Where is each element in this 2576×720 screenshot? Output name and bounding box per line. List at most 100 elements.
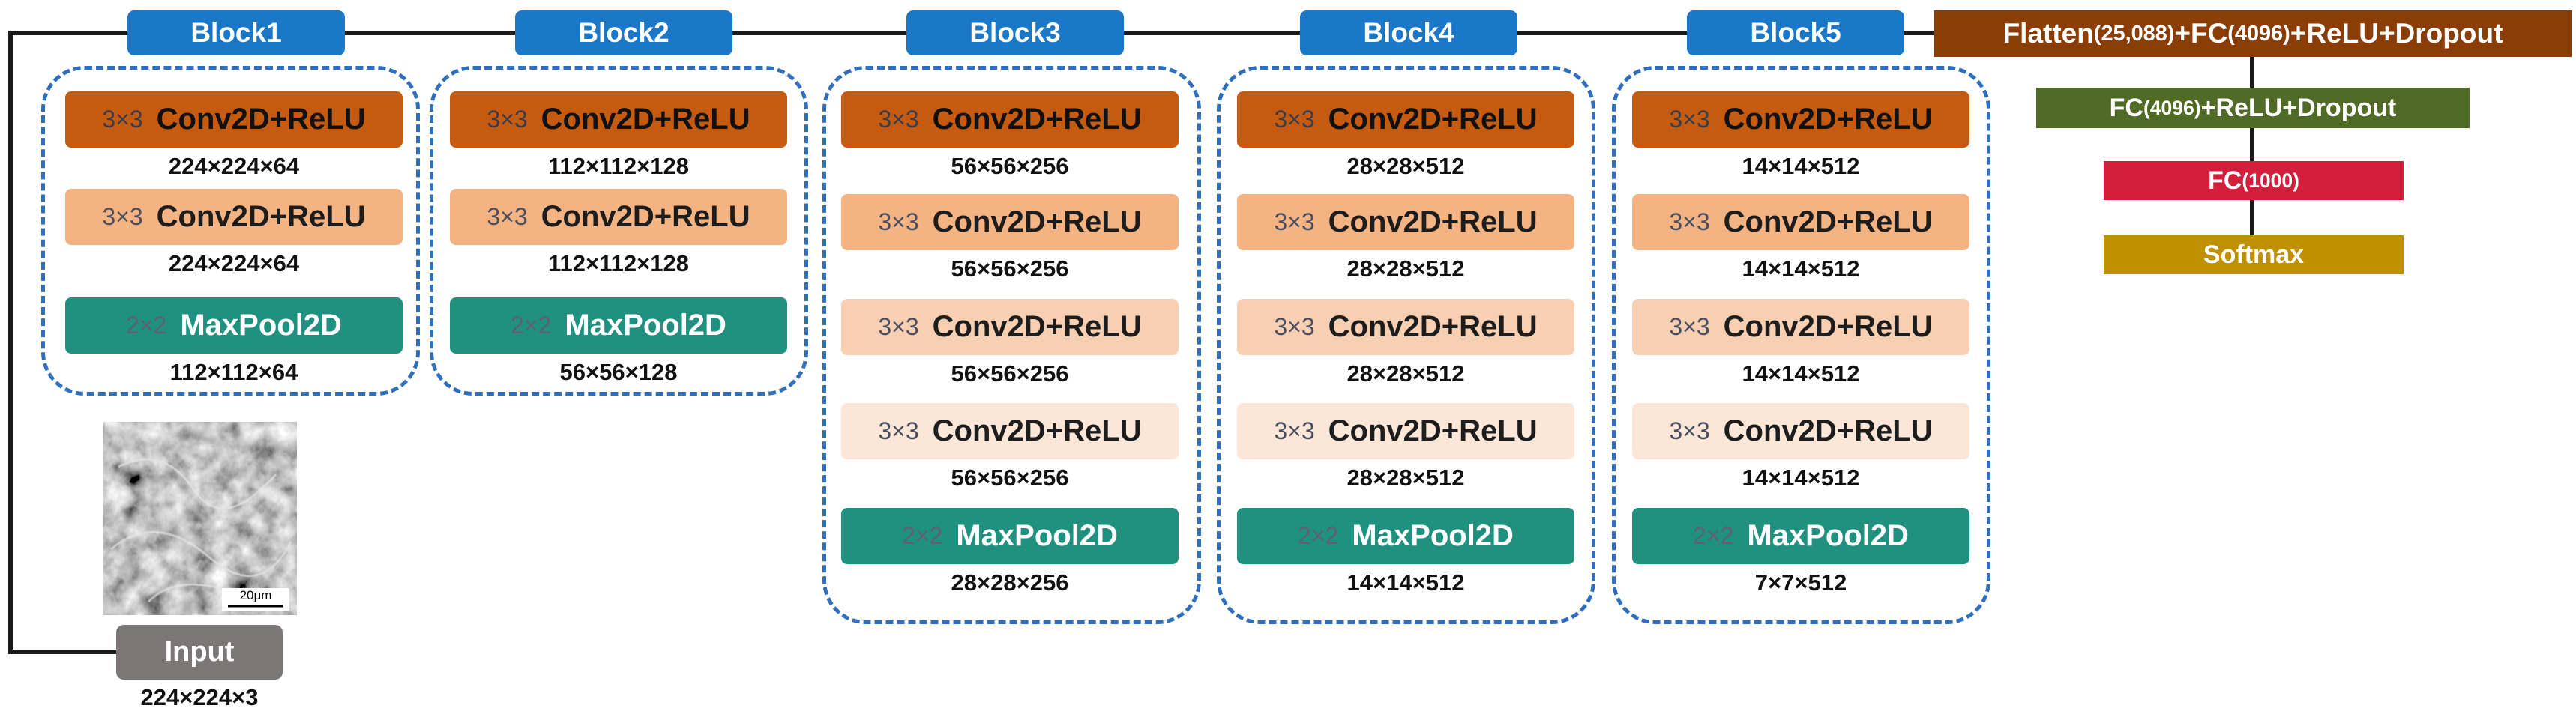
conv-layer: 3×3 Conv2D+ReLU (841, 194, 1179, 250)
output-shape: 112×112×128 (548, 153, 689, 179)
layer-op: Conv2D+ReLU (541, 103, 750, 136)
layer-op: Conv2D+ReLU (1723, 205, 1933, 238)
block-header-4: Block4 (1300, 10, 1517, 55)
output-shape: 224×224×64 (168, 250, 300, 276)
conv-layer: 3×3 Conv2D+ReLU (1632, 194, 1969, 250)
kernel-size: 3×3 (878, 417, 919, 444)
output-shape: 28×28×512 (1346, 153, 1465, 179)
input-image: 20μm (103, 422, 297, 615)
output-shape: 14×14×512 (1346, 569, 1465, 596)
layer-op: MaxPool2D (565, 309, 726, 342)
layer-op: Conv2D+ReLU (932, 310, 1142, 343)
layer-op: MaxPool2D (956, 519, 1118, 552)
conv-layer: 3×3 Conv2D+ReLU (1237, 91, 1574, 148)
layer-op: Conv2D+ReLU (1723, 103, 1933, 136)
conv-layer: 3×3 Conv2D+ReLU (1237, 194, 1574, 250)
head-text-part: (25,088) (2093, 21, 2175, 46)
kernel-size: 3×3 (878, 208, 919, 235)
conv-layer: 3×3 Conv2D+ReLU (1632, 91, 1969, 148)
layer-op: Conv2D+ReLU (541, 200, 750, 233)
output-shape: 14×14×512 (1742, 255, 1860, 282)
output-shape: 224×224×64 (168, 153, 300, 179)
block-header-1: Block1 (127, 10, 345, 55)
output-shape: 56×56×128 (559, 359, 678, 385)
block-group-4 (1217, 66, 1595, 624)
output-shape: 28×28×512 (1346, 255, 1465, 282)
kernel-size: 3×3 (102, 203, 143, 230)
block-header-2: Block2 (515, 10, 732, 55)
output-shape: 56×56×256 (951, 255, 1069, 282)
conv-layer: 3×3 Conv2D+ReLU (1632, 403, 1969, 459)
layer-op: Conv2D+ReLU (932, 414, 1142, 447)
kernel-size: 3×3 (1669, 208, 1710, 235)
conv-layer: 3×3 Conv2D+ReLU (1632, 299, 1969, 355)
layer-op: Conv2D+ReLU (1723, 414, 1933, 447)
output-shape: 28×28×512 (1346, 360, 1465, 387)
output-shape: 112×112×128 (548, 250, 689, 276)
conv-layer: 3×3 Conv2D+ReLU (841, 299, 1179, 355)
output-shape: 7×7×512 (1754, 569, 1847, 596)
head-text-part: +FC (2174, 18, 2228, 49)
layer-op: Conv2D+ReLU (932, 205, 1142, 238)
kernel-size: 3×3 (1274, 106, 1315, 133)
conv-layer: 3×3 Conv2D+ReLU (841, 403, 1179, 459)
kernel-size: 3×3 (878, 313, 919, 340)
kernel-size: 2×2 (511, 312, 552, 339)
block-group-5 (1612, 66, 1990, 624)
output-shape: 14×14×512 (1742, 465, 1860, 491)
kernel-size: 3×3 (1274, 208, 1315, 235)
kernel-size: 3×3 (878, 106, 919, 133)
head-text-part: +ReLU+Dropout (2290, 18, 2503, 49)
head-text-part: Softmax (2203, 240, 2305, 269)
head-text-part: (1000) (2242, 169, 2299, 192)
softmax-layer: Softmax (2104, 235, 2404, 274)
layer-op: MaxPool2D (180, 309, 342, 342)
block-header-3: Block3 (906, 10, 1124, 55)
output-shape: 56×56×256 (951, 360, 1069, 387)
head-text-part: Flatten (2002, 18, 2094, 49)
kernel-size: 3×3 (1669, 417, 1710, 444)
input-size: 224×224×3 (140, 684, 259, 710)
head-text-part: FC (2208, 166, 2242, 195)
output-shape: 56×56×256 (951, 153, 1069, 179)
kernel-size: 3×3 (1274, 417, 1315, 444)
layer-op: Conv2D+ReLU (932, 103, 1142, 136)
output-shape: 14×14×512 (1742, 153, 1860, 179)
layer-op: Conv2D+ReLU (1328, 103, 1538, 136)
conv-layer: 3×3 Conv2D+ReLU (450, 189, 787, 245)
kernel-size: 3×3 (1274, 313, 1315, 340)
kernel-size: 2×2 (902, 522, 943, 549)
kernel-size: 3×3 (1669, 106, 1710, 133)
layer-op: Conv2D+ReLU (1328, 205, 1538, 238)
output-shape: 112×112×64 (169, 359, 298, 385)
block-group-1 (41, 66, 420, 396)
output-shape: 28×28×512 (1346, 465, 1465, 491)
kernel-size: 2×2 (1298, 522, 1339, 549)
head-text-part: (4096) (2227, 21, 2290, 46)
conv-layer: 3×3 Conv2D+ReLU (1237, 403, 1574, 459)
maxpool-layer: 2×2 MaxPool2D (841, 508, 1179, 564)
kernel-size: 2×2 (1693, 522, 1734, 549)
kernel-size: 3×3 (487, 203, 528, 230)
layer-op: Conv2D+ReLU (1723, 310, 1933, 343)
fc-layer-4096: FC(4096)+ReLU+Dropout (2036, 88, 2470, 128)
input-connector-line (8, 31, 139, 654)
kernel-size: 3×3 (1669, 313, 1710, 340)
conv-layer: 3×3 Conv2D+ReLU (841, 91, 1179, 148)
layer-op: Conv2D+ReLU (156, 103, 366, 136)
layer-op: Conv2D+ReLU (156, 200, 366, 233)
output-shape: 14×14×512 (1742, 360, 1860, 387)
flatten-fc-layer: Flatten(25,088)+FC(4096)+ReLU+Dropout (1934, 10, 2572, 57)
layer-op: Conv2D+ReLU (1328, 414, 1538, 447)
fc-layer-1000: FC(1000) (2104, 161, 2404, 200)
block-group-2 (430, 66, 808, 396)
scale-bar-label: 20μm (239, 588, 272, 602)
conv-layer: 3×3 Conv2D+ReLU (65, 189, 403, 245)
head-text-part: (4096) (2143, 96, 2201, 119)
